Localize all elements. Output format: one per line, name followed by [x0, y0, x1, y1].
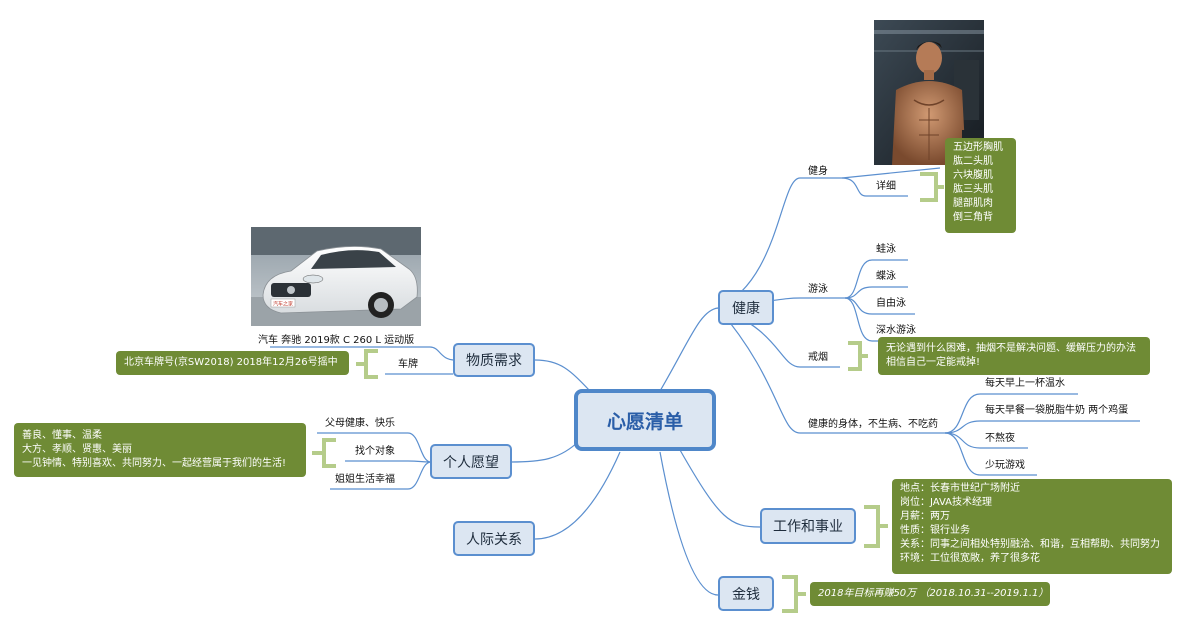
note-line: 相信自己一定能戒掉! — [886, 357, 981, 368]
healthy-item[interactable]: 每天早餐一袋脱脂牛奶 两个鸡蛋 — [985, 405, 1129, 416]
plate-label[interactable]: 车牌 — [398, 359, 418, 370]
note-line: 腿部肌肉 — [953, 198, 993, 209]
note-line: 善良、懂事、温柔 — [22, 430, 102, 441]
note-line: 性质：银行业务 — [900, 525, 970, 536]
note-line: 地点：长春市世纪广场附近 — [900, 483, 1020, 494]
note-line: 五边形胸肌 — [953, 142, 1003, 153]
note-line: 2018年目标再赚50万 （2018.10.31--2019.1.1） — [818, 588, 1049, 599]
fitness-notes[interactable]: 五边形胸肌 肱二头肌 六块腹肌 肱三头肌 腿部肌肉 倒三角背 — [945, 138, 1016, 233]
swim-item[interactable]: 蛙泳 — [876, 244, 896, 255]
quit-smoking-label[interactable]: 戒烟 — [808, 352, 828, 363]
note-line: 肱三头肌 — [953, 184, 993, 195]
swim-item[interactable]: 自由泳 — [876, 298, 906, 309]
partner-notes[interactable]: 善良、懂事、温柔 大方、孝顺、贤惠、美丽 一见钟情、特别喜欢、共同努力、一起经营… — [14, 423, 306, 477]
swim-label[interactable]: 游泳 — [808, 284, 828, 295]
fitness-label[interactable]: 健身 — [808, 166, 828, 177]
branch-material[interactable]: 物质需求 — [453, 343, 535, 377]
branch-relations[interactable]: 人际关系 — [453, 521, 535, 556]
note-line: 岗位：JAVA技术经理 — [900, 497, 993, 508]
car-photo: 汽车之家 — [251, 227, 421, 326]
branch-money[interactable]: 金钱 — [718, 576, 774, 611]
branch-personal[interactable]: 个人愿望 — [430, 444, 512, 479]
swim-item[interactable]: 蝶泳 — [876, 271, 896, 282]
money-note[interactable]: 2018年目标再赚50万 （2018.10.31--2019.1.1） — [810, 582, 1050, 606]
note-line: 无论遇到什么困难，抽烟不是解决问题、缓解压力的办法 — [886, 343, 1136, 354]
fitness-detail-label[interactable]: 详细 — [876, 181, 896, 192]
personal-item[interactable]: 父母健康、快乐 — [325, 418, 395, 429]
note-line: 一见钟情、特别喜欢、共同努力、一起经营属于我们的生活! — [22, 458, 287, 469]
car-plate-text: 汽车之家 — [273, 301, 293, 308]
note-line: 月薪：两万 — [900, 511, 950, 522]
branch-career[interactable]: 工作和事业 — [760, 508, 856, 544]
career-notes[interactable]: 地点：长春市世纪广场附近 岗位：JAVA技术经理 月薪：两万 性质：银行业务 关… — [892, 479, 1172, 574]
root-topic[interactable]: 心愿清单 — [574, 389, 716, 451]
quit-smoking-note[interactable]: 无论遇到什么困难，抽烟不是解决问题、缓解压力的办法 相信自己一定能戒掉! — [878, 337, 1150, 375]
swim-item[interactable]: 深水游泳 — [876, 325, 916, 336]
personal-item[interactable]: 姐姐生活幸福 — [335, 474, 395, 485]
branch-health[interactable]: 健康 — [718, 290, 774, 325]
note-line: 北京车牌号(京SW2018) 2018年12月26号摇中 — [124, 357, 338, 368]
plate-note[interactable]: 北京车牌号(京SW2018) 2018年12月26号摇中 — [116, 351, 349, 375]
note-line: 六块腹肌 — [953, 170, 993, 181]
note-line: 关系：同事之间相处特别融洽、和谐，互相帮助、共同努力 — [900, 539, 1160, 550]
personal-item[interactable]: 找个对象 — [355, 446, 395, 457]
car-caption: 汽车 奔驰 2019款 C 260 L 运动版 — [258, 335, 415, 346]
note-line: 倒三角背 — [953, 212, 993, 223]
note-line: 大方、孝顺、贤惠、美丽 — [22, 444, 132, 455]
healthy-item[interactable]: 每天早上一杯温水 — [985, 378, 1065, 389]
healthy-body-label[interactable]: 健康的身体，不生病、不吃药 — [808, 419, 938, 430]
note-line: 环境：工位很宽敞，养了很多花 — [900, 553, 1040, 564]
note-line: 肱二头肌 — [953, 156, 993, 167]
healthy-item[interactable]: 不熬夜 — [985, 433, 1015, 444]
healthy-item[interactable]: 少玩游戏 — [985, 460, 1025, 471]
